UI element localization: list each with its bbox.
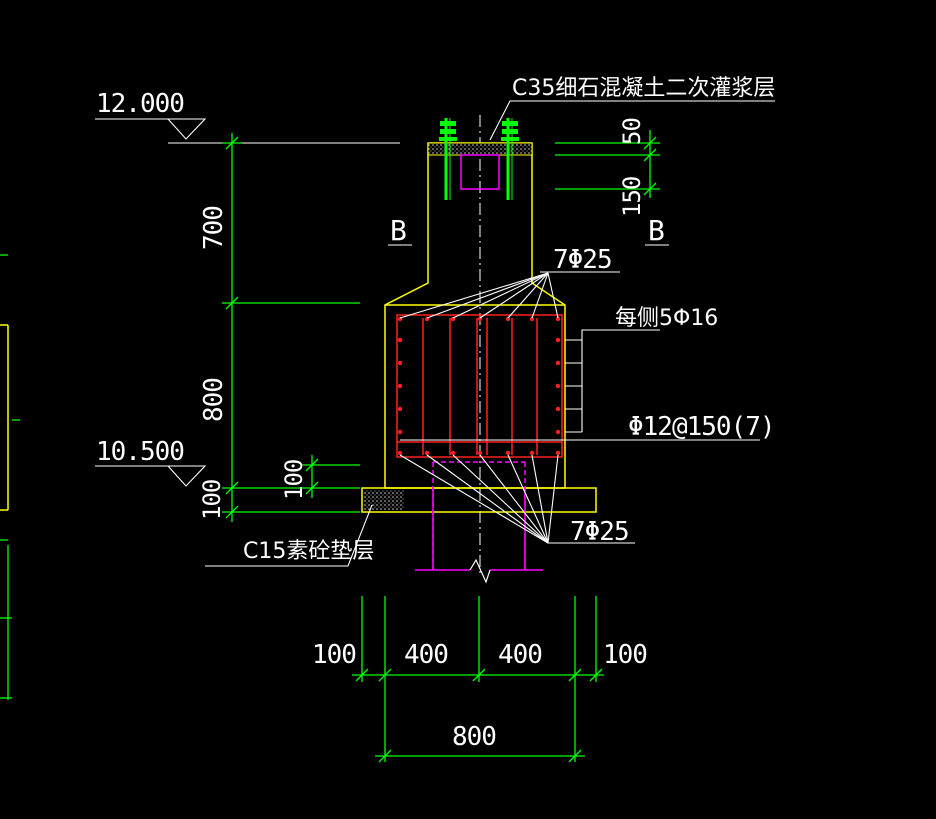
bottom-bar-dot	[397, 450, 403, 456]
bottom-bar-dot	[505, 450, 511, 456]
side-bar-dot	[555, 383, 561, 389]
side-bar-dot	[397, 429, 403, 435]
section-mark-right: B	[648, 214, 665, 247]
dim-400-left: 400	[404, 640, 448, 670]
top-bar-dot	[505, 316, 511, 322]
dim-100-right: 100	[603, 640, 647, 670]
cushion-label: C15素砼垫层	[243, 539, 374, 564]
grout-label: C35细石混凝土二次灌浆层	[512, 76, 775, 101]
bottom-bar-dot	[529, 450, 535, 456]
cushion-hatch	[364, 490, 404, 510]
dimension-lines-right	[555, 130, 660, 198]
bottom-bar-dot	[477, 450, 483, 456]
side-bar-dot	[555, 406, 561, 412]
column-pocket	[460, 154, 500, 190]
side-bars-label: 每侧5Φ16	[615, 306, 718, 331]
dim-100-upper: 100	[280, 460, 308, 500]
dim-100-lower: 100	[198, 480, 226, 520]
elevation-top-label: 12.000	[96, 89, 184, 119]
dim-50: 50	[618, 118, 646, 145]
side-bar-dot	[397, 337, 403, 343]
side-bar-dot	[555, 360, 561, 366]
elevation-bottom-label: 10.500	[96, 437, 184, 467]
left-edge-fragment	[0, 254, 20, 700]
dim-100-left: 100	[312, 640, 356, 670]
bottom-bar-dot	[424, 450, 430, 456]
c15-cushion-layer	[361, 487, 597, 513]
column-below	[415, 461, 543, 584]
bottom-bars-label: 7Φ25	[570, 517, 629, 547]
bottom-bar-dot	[450, 450, 456, 456]
side-bar-dot	[397, 360, 403, 366]
leader-lines	[205, 100, 775, 567]
side-bar-dot	[397, 383, 403, 389]
grout-layer	[427, 142, 533, 156]
dim-800-total: 800	[452, 722, 496, 752]
rebar-dots	[397, 316, 561, 456]
anchor-bolt-left	[439, 118, 457, 200]
top-bar-dot	[555, 316, 561, 322]
rebar-cage	[396, 314, 563, 458]
dim-800-vertical: 800	[199, 378, 229, 422]
stirrups-label: Φ12@150(7)	[628, 412, 775, 442]
elevation-mark-top	[95, 118, 400, 144]
dim-700: 700	[199, 206, 229, 250]
dimension-lines-left	[222, 133, 360, 522]
dim-150: 150	[618, 177, 646, 217]
dimension-lines-bottom	[352, 596, 604, 763]
side-bar-dot	[397, 406, 403, 412]
top-bars-label: 7Φ25	[553, 245, 612, 275]
section-mark-left: B	[390, 214, 407, 247]
bottom-bar-dot	[555, 450, 561, 456]
side-bar-dot	[555, 337, 561, 343]
elevation-mark-bottom	[95, 465, 207, 487]
top-bar-dot	[529, 316, 535, 322]
anchor-bolt-right	[501, 118, 519, 200]
side-bar-dot	[555, 429, 561, 435]
dim-400-right: 400	[498, 640, 542, 670]
